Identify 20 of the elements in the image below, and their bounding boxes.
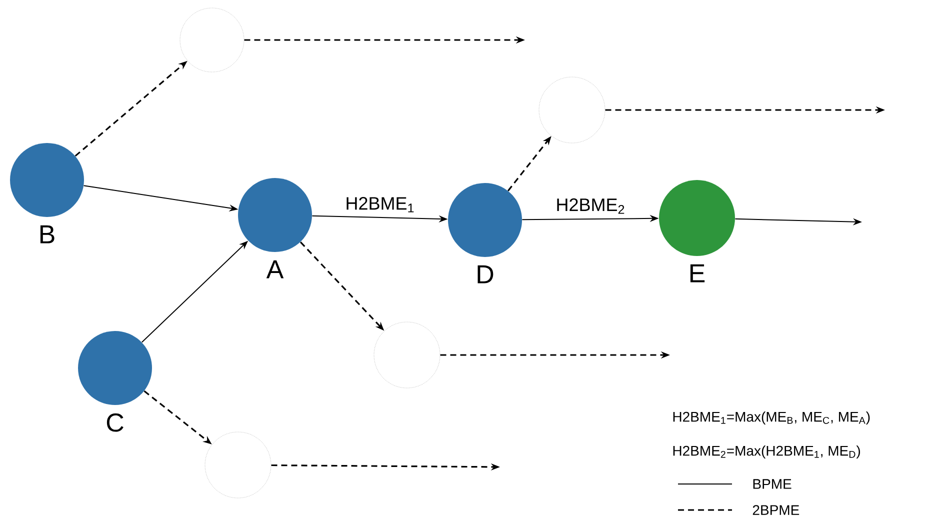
empty-circle <box>204 432 272 498</box>
node-label: E <box>690 264 705 282</box>
formula-text: H2BME$_{1}$=Max(ME$_{B}$, ME$_{C}$, ME$_{A}$) <box>673 411 870 425</box>
node-label: C <box>106 413 124 432</box>
circle-node: D <box>448 183 522 284</box>
circle-node: B <box>10 143 84 244</box>
edge-label: H2BME$_{1}$ <box>344 196 416 214</box>
formula-text: H2BME$_{2}$=Max(H2BME$_{1}$, ME$_{D}$) <box>673 445 860 459</box>
circle-node: C <box>78 331 152 432</box>
empty-circle <box>538 76 606 144</box>
circle-node: E <box>659 180 735 282</box>
legend-text: BPME <box>753 479 792 489</box>
circle-node: A <box>238 178 312 278</box>
node-label: A <box>266 260 284 278</box>
legend-text: 2BPME <box>752 505 800 515</box>
node-label: B <box>40 225 54 244</box>
node-label: D <box>478 265 494 284</box>
empty-circle <box>374 322 440 388</box>
empty-circle <box>180 8 244 72</box>
edge-label: H2BME$_{2}$ <box>554 197 626 215</box>
